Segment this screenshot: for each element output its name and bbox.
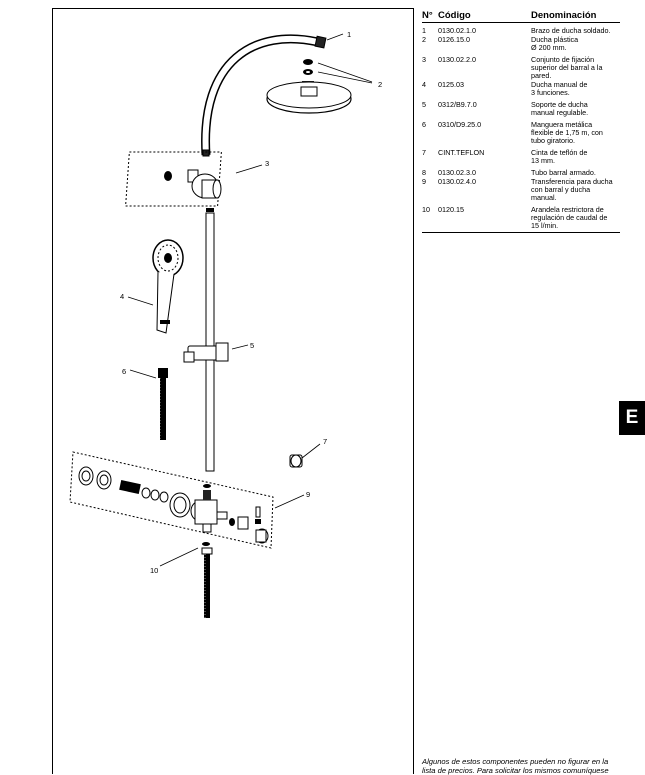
table-row: 2 0126.15.0 Ducha plástica Ø 200 mm. — [422, 36, 620, 52]
row-code: 0310/D9.25.0 — [438, 120, 482, 129]
row-code: 0130.02.3.0 — [438, 168, 476, 177]
row-name: Brazo de ducha soldado. — [531, 26, 611, 35]
rail-tube — [205, 208, 215, 472]
header-name: Denominación — [531, 10, 597, 21]
row-num: 1 — [422, 26, 426, 35]
page-frame-left — [52, 8, 53, 774]
language-tab: E — [619, 401, 645, 435]
row-code: 0312/B9.7.0 — [438, 100, 477, 109]
row-num: 6 — [422, 120, 426, 129]
row-name: Transferencia para ducha con barral y du… — [531, 177, 613, 202]
table-row: 3 0130.02.2.0 Conjunto de fijación super… — [422, 56, 620, 80]
parts-table: N° Código Denominación 1 0130.02.1.0 Bra… — [422, 10, 620, 230]
row-num: 3 — [422, 55, 426, 64]
row-code: 0130.02.4.0 — [438, 177, 476, 186]
table-bottom-rule — [422, 232, 620, 233]
row-code: 0126.15.0 — [438, 35, 470, 44]
table-row: 4 0125.03 Ducha manual de 3 funciones. — [422, 81, 620, 97]
shower-head-parts — [266, 59, 352, 114]
row-name: Manguera metálica flexible de 1,75 m, co… — [531, 120, 603, 145]
metal-hose — [158, 368, 168, 440]
row-name: Conjunto de fijación superior del barral… — [531, 55, 603, 80]
row-num: 9 — [422, 177, 426, 186]
table-row: 8 0130.02.3.0 Tubo barral armado. — [422, 169, 620, 177]
teflon-tape — [289, 454, 303, 468]
row-name: Arandela restrictora de regulación de ca… — [531, 205, 608, 230]
row-num: 4 — [422, 80, 426, 89]
row-name: Soporte de ducha manual regulable. — [531, 100, 589, 117]
callout-9: 9 — [306, 490, 310, 499]
callout-10: 10 — [150, 566, 158, 575]
hand-shower — [152, 239, 184, 334]
page-frame-top — [52, 8, 413, 9]
restrictor-rod — [201, 542, 213, 618]
shower-arm — [201, 34, 327, 157]
header-code: Código — [438, 10, 471, 21]
row-code: 0130.02.1.0 — [438, 26, 476, 35]
row-name: Tubo barral armado. — [531, 168, 596, 177]
callout-6: 6 — [122, 367, 126, 376]
transfer-group — [69, 451, 274, 549]
callout-4: 4 — [120, 292, 124, 301]
callout-3: 3 — [265, 159, 269, 168]
row-code: 0125.03 — [438, 80, 464, 89]
table-row: 7 CINT.TEFLON Cinta de teflón de 13 mm. — [422, 149, 620, 165]
row-code: CINT.TEFLON — [438, 148, 485, 157]
row-name: Ducha plástica Ø 200 mm. — [531, 35, 579, 52]
table-row: 9 0130.02.4.0 Transferencia para ducha c… — [422, 178, 620, 202]
callout-7: 7 — [323, 437, 327, 446]
table-row: 6 0310/D9.25.0 Manguera metálica flexibl… — [422, 121, 620, 145]
row-num: 2 — [422, 35, 426, 44]
slider-bracket — [183, 342, 229, 363]
row-name: Cinta de teflón de 13 mm. — [531, 148, 588, 165]
footnote: Algunos de estos componentes pueden no f… — [422, 757, 609, 775]
callout-1: 1 — [347, 30, 351, 39]
row-num: 5 — [422, 100, 426, 109]
row-num: 8 — [422, 168, 426, 177]
callout-2: 2 — [378, 80, 382, 89]
top-mount-group — [125, 151, 222, 207]
header-num: N° — [422, 10, 433, 21]
callout-5: 5 — [250, 341, 254, 350]
row-name: Ducha manual de 3 funciones. — [531, 80, 588, 97]
row-num: 7 — [422, 148, 426, 157]
table-row: 1 0130.02.1.0 Brazo de ducha soldado. — [422, 27, 620, 35]
table-row: 10 0120.15 Arandela restrictora de regul… — [422, 206, 620, 230]
page-frame-divider — [413, 8, 414, 774]
row-code: 0120.15 — [438, 205, 464, 214]
row-num: 10 — [422, 205, 430, 214]
row-code: 0130.02.2.0 — [438, 55, 476, 64]
table-header: N° Código Denominación — [422, 10, 620, 23]
table-row: 5 0312/B9.7.0 Soporte de ducha manual re… — [422, 101, 620, 117]
